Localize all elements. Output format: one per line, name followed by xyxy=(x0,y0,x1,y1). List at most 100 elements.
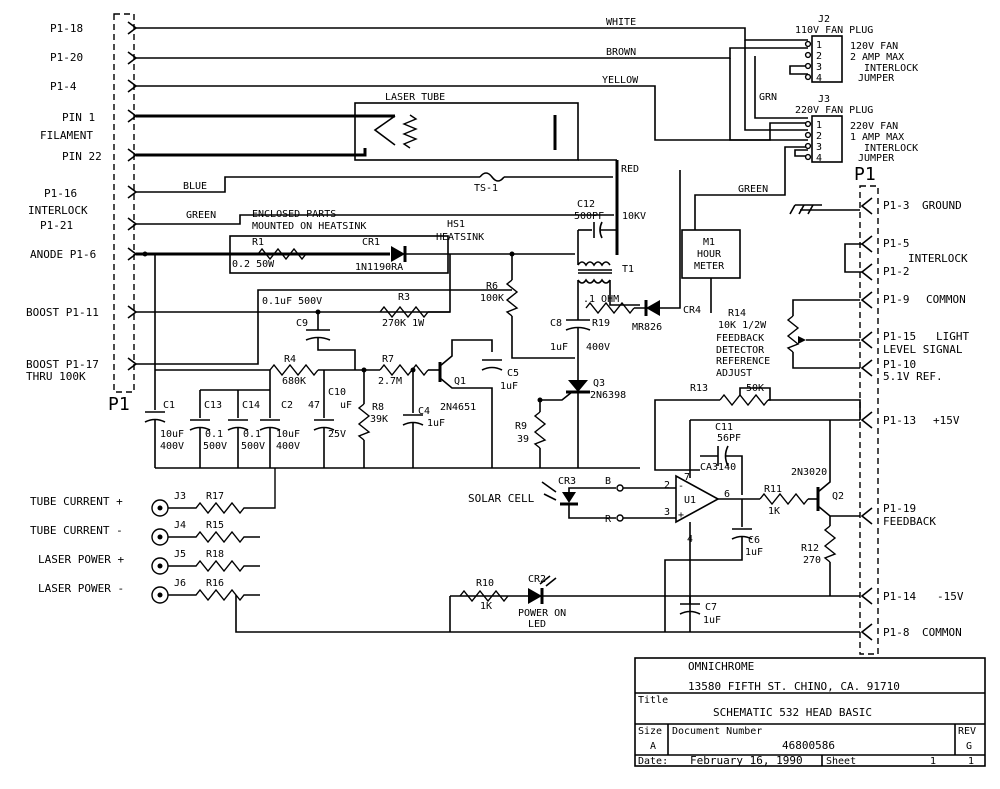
wire-green-left-label: GREEN xyxy=(186,210,216,221)
j3-line: 220V FAN xyxy=(850,121,898,132)
yellow-wire xyxy=(136,85,808,141)
white-wire-j3 xyxy=(744,40,808,131)
q3-gate xyxy=(540,391,573,401)
q3-value: 2N6398 xyxy=(590,390,626,401)
common-wire xyxy=(235,595,860,633)
r12-resistor xyxy=(823,525,837,563)
filament-zigzag xyxy=(402,114,418,149)
c2-voltage: 400V xyxy=(276,441,300,452)
pin-label: P1-4 xyxy=(50,80,77,93)
m1-ref: M1 xyxy=(703,237,715,248)
rpin: LEVEL SIGNAL xyxy=(883,343,963,356)
rpin: P1-14 xyxy=(883,590,916,603)
u1-pin: 6 xyxy=(724,489,730,500)
c1-value: 10uF xyxy=(160,429,184,440)
q3-scr xyxy=(568,380,588,392)
boost-p1-17-wire xyxy=(136,289,512,365)
interlock-loop xyxy=(844,243,862,273)
cr2-arrows xyxy=(539,575,557,587)
solar-ref: CR3 xyxy=(558,476,576,487)
c4-value: 1uF xyxy=(427,418,445,429)
cr1-value: 1N1190RA xyxy=(355,262,403,273)
r4-value: 680K xyxy=(282,376,306,387)
white-wire xyxy=(136,27,808,41)
t1-coil-bot xyxy=(577,278,611,284)
c9-lead2 xyxy=(317,338,356,370)
r14-wiper xyxy=(798,336,806,344)
jack-ref: J6 xyxy=(174,578,186,589)
pin-dot xyxy=(804,62,812,70)
ts1-switch xyxy=(479,172,505,182)
cr2-ref: CR2 xyxy=(528,574,546,585)
wire-yellow-label: YELLOW xyxy=(602,75,639,86)
green-wire-right xyxy=(694,146,808,230)
j3-pin: 4 xyxy=(816,153,822,164)
rpin: -15V xyxy=(937,590,964,603)
jack-pin xyxy=(157,534,163,540)
jack-label: TUBE CURRENT - xyxy=(30,524,123,537)
filter-caps: C1 10uF 400V C13 0.1 500V C14 0.1 500V C… xyxy=(144,254,640,469)
jack-pin xyxy=(157,505,163,511)
c14-value: 0.1 xyxy=(243,429,261,440)
top-wires: WHITE BROWN YELLOW GRN GREEN xyxy=(136,17,808,230)
u1-ref: U1 xyxy=(684,495,696,506)
jack-ref: J3 xyxy=(174,491,186,502)
tb-rev: G xyxy=(966,741,972,752)
r14-value: 10K 1/2W xyxy=(718,320,767,331)
left-connector-outline xyxy=(113,13,135,393)
boost-section: 0.1uF 500V R3 270K 1W C9 R6 100K R4 680K… xyxy=(136,254,575,468)
c1-plate2 xyxy=(144,418,166,423)
q2-coll xyxy=(817,420,831,493)
c12-t1: C12 500PF 10KV T1 xyxy=(574,199,646,306)
jacks: TUBE CURRENT + TUBE CURRENT - LASER POWE… xyxy=(30,468,860,633)
jack-pin xyxy=(157,563,163,569)
jack-label: LASER POWER + xyxy=(38,553,124,566)
r8-resistor xyxy=(357,403,371,441)
u1-part: CA3140 xyxy=(700,462,736,473)
right-connector-ref: P1 xyxy=(854,164,876,185)
rpin: P1-9 xyxy=(883,293,910,306)
c4-plate2 xyxy=(402,421,424,426)
pin-label: BOOST P1-11 xyxy=(26,306,99,319)
pin-dot xyxy=(804,51,812,59)
r19-voltage: 400V xyxy=(586,342,610,353)
j3-plug: J3 220V FAN PLUG 1 2 3 4 220V FAN 1 AMP … xyxy=(795,94,918,164)
enclosed-label: ENCLOSED PARTS xyxy=(252,209,336,220)
cr2-label: POWER ON xyxy=(518,608,566,619)
r11-value: 1K xyxy=(768,506,780,517)
c11-value: 56PF xyxy=(717,433,741,444)
laser-tube: LASER TUBE xyxy=(136,92,579,161)
laser-tube-body xyxy=(354,102,579,161)
pin-label: THRU 100K xyxy=(26,370,86,383)
c14-ref: C14 xyxy=(242,400,260,411)
tb-size: A xyxy=(650,741,656,752)
solar-label: SOLAR CELL xyxy=(468,492,535,505)
tb-company: OMNICHROME xyxy=(688,660,754,673)
jack-res: R15 xyxy=(206,520,224,531)
plus15-wire xyxy=(654,399,720,420)
r11-resistor xyxy=(759,492,809,506)
filament-v xyxy=(373,115,396,146)
r14-line: DETECTOR xyxy=(716,345,765,356)
pin-label: PIN 22 xyxy=(62,150,102,163)
rpin: P1-3 xyxy=(883,199,910,212)
jack-res: R16 xyxy=(206,578,224,589)
j2-jumper xyxy=(789,65,808,75)
c10-plate2 xyxy=(313,426,335,431)
j3-line: INTERLOCK xyxy=(864,143,918,154)
c12-value: 500PF xyxy=(574,211,604,222)
tb-sheet-label: Sheet xyxy=(826,756,856,767)
cr2-diode xyxy=(528,588,542,604)
r4-resistor xyxy=(269,363,319,377)
m1-line: METER xyxy=(694,261,725,272)
u1-minus: - xyxy=(678,481,684,492)
rpin: P1-15 xyxy=(883,330,916,343)
c8-plate2 xyxy=(565,326,591,331)
j2-line: INTERLOCK xyxy=(864,63,918,74)
jack-label: TUBE CURRENT + xyxy=(30,495,123,508)
u1-pin: 2 xyxy=(664,480,670,491)
hour-meter: M1 HOUR METER xyxy=(681,229,741,313)
tb-address: 13580 FIFTH ST. CHINO, CA. 91710 xyxy=(688,680,900,693)
c6-value: 1uF xyxy=(745,547,763,558)
j2-pin: 3 xyxy=(816,62,822,73)
